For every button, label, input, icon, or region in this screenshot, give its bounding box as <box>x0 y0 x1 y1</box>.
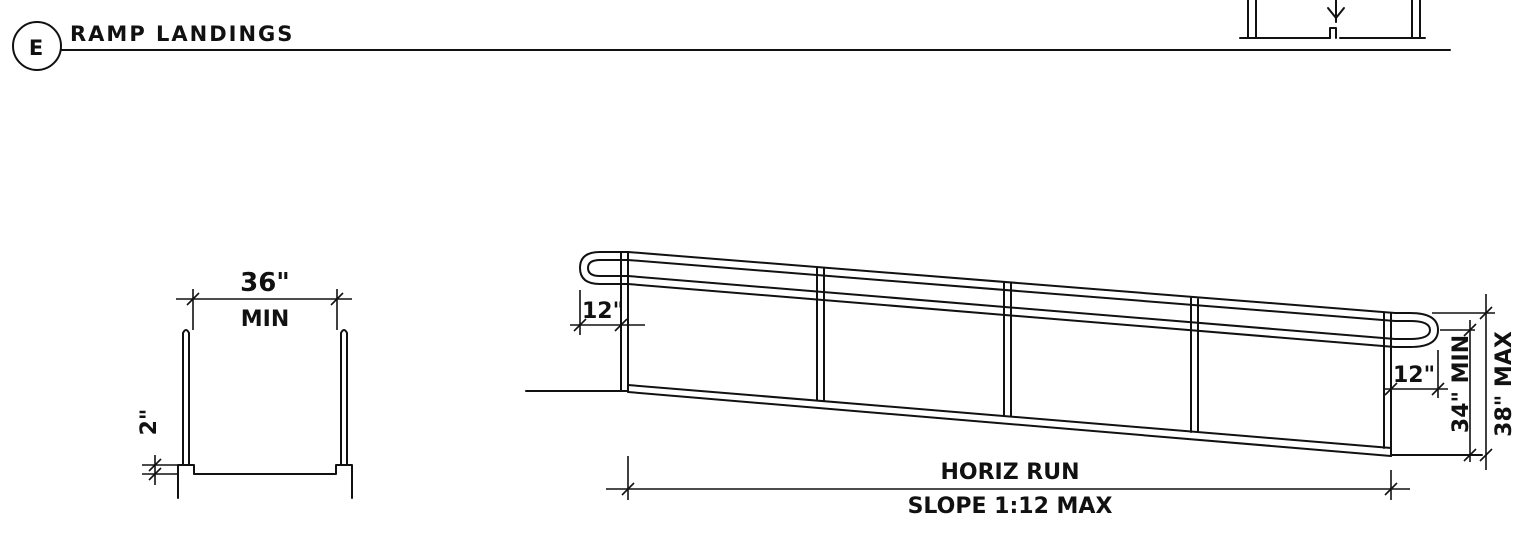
ramp-surface <box>177 464 353 499</box>
rail-min-height-label: 34" MIN <box>1449 335 1474 433</box>
slope-label: SLOPE 1:12 MAX <box>908 494 1113 519</box>
curb-height-label: 2" <box>137 409 162 436</box>
right-extension-label: 12" <box>1393 363 1435 388</box>
width-qualifier-label: MIN <box>241 307 290 332</box>
ramp-slope-upper <box>627 384 1392 449</box>
right-handrail <box>340 329 348 466</box>
left-handrail <box>182 329 190 466</box>
arrow-down-icon <box>1327 7 1345 19</box>
width-value-label: 36" <box>240 268 290 298</box>
title-block: E RAMP LANDINGS <box>12 21 1451 71</box>
top-rail-return-left <box>579 251 629 285</box>
partial-detail-top-right <box>1239 0 1426 39</box>
top-rail <box>627 251 1439 348</box>
left-extension-label: 12" <box>582 299 624 324</box>
ramp-section-view: 36" MIN 2" <box>137 268 353 499</box>
rail-posts <box>620 251 1392 457</box>
run-label: HORIZ RUN <box>940 460 1079 485</box>
ramp-slope-lower <box>627 391 1392 457</box>
rail-max-height-label: 38" MAX <box>1492 331 1517 437</box>
ramp-elevation-view: 12" 12" 34" MIN 38" MAX HORIZ RUN SLOPE … <box>525 251 1517 519</box>
detail-marker-circle <box>12 21 62 71</box>
detail-title: RAMP LANDINGS <box>70 22 294 46</box>
detail-marker: E <box>29 36 45 60</box>
